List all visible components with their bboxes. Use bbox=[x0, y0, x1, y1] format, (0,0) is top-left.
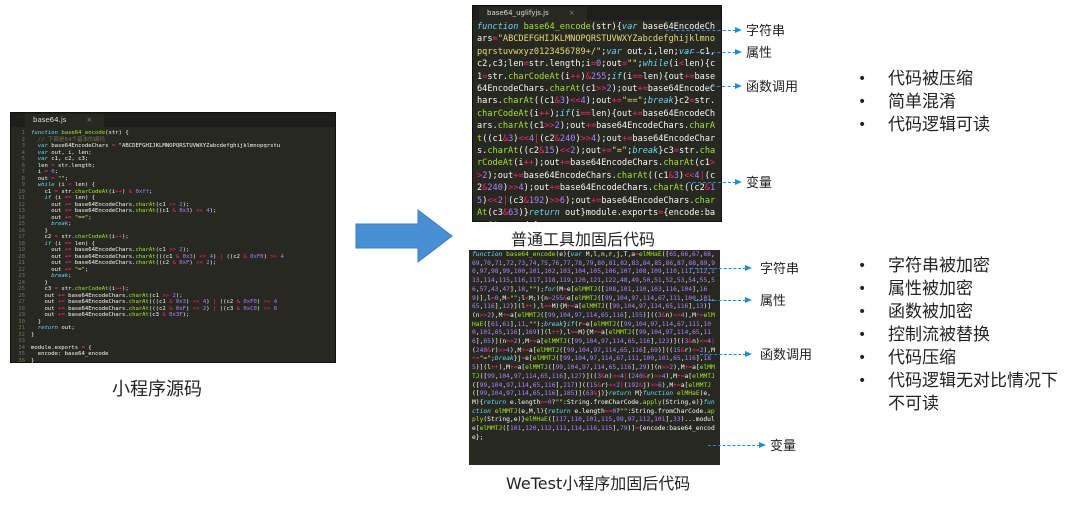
bullet-item: 函数被加密 bbox=[858, 301, 1068, 324]
source-code-editor: base64.js × 1 2 3 4 5 6 7 8 9 10 11 12 13… bbox=[10, 112, 336, 364]
bullet-item: 字符串被加密 bbox=[858, 255, 1068, 278]
label-string-1: 字符串 bbox=[746, 24, 786, 39]
editor-tab-bar: base64.js × bbox=[11, 113, 335, 127]
bullet-item: 控制流被替换 bbox=[858, 324, 1068, 347]
label-function-call-2: 函数调用 bbox=[760, 348, 813, 363]
label-property-1: 属性 bbox=[746, 46, 773, 61]
bullet-item: 简单混淆 bbox=[858, 91, 990, 114]
editor-tab[interactable]: base64.js × bbox=[25, 114, 105, 127]
wetest-bullet-list: 字符串被加密 属性被加密 函数被加密 控制流被替换 代码压缩 代码逻辑无对比情况… bbox=[858, 255, 1068, 416]
wetest-code-caption: WeTest小程序加固后代码 bbox=[506, 474, 691, 493]
wetest-code-text: function base64_encode(e){var M,l,n,r,j,… bbox=[472, 251, 715, 441]
label-function-call-1: 函数调用 bbox=[746, 80, 799, 95]
uglify-code-editor: base64_uglifyjs.js × function base64_enco… bbox=[472, 5, 722, 231]
editor-tab[interactable]: base64_uglifyjs.js × bbox=[479, 7, 587, 20]
editor-tab-bar: base64_uglifyjs.js × bbox=[473, 6, 721, 20]
right-arrow-icon bbox=[355, 208, 453, 264]
dashed-arrow bbox=[708, 441, 766, 448]
uglify-code-text: function base64_encode(str){var base64En… bbox=[477, 22, 716, 231]
uglify-code-caption: 普通工具加固后代码 bbox=[511, 230, 656, 249]
dashed-arrow bbox=[686, 48, 742, 55]
label-property-2: 属性 bbox=[760, 294, 787, 309]
label-variable-1: 变量 bbox=[746, 176, 773, 191]
dashed-arrow bbox=[700, 350, 752, 357]
tab-label: base64_uglifyjs.js bbox=[487, 9, 549, 17]
tab-label: base64.js bbox=[33, 116, 67, 124]
dashed-arrow bbox=[694, 296, 752, 303]
label-variable-2: 变量 bbox=[770, 439, 797, 454]
line-number-gutter: 1 2 3 4 5 6 7 8 9 10 11 12 13 14 15 16 1… bbox=[18, 130, 25, 364]
bullet-item: 属性被加密 bbox=[858, 278, 1068, 301]
close-icon[interactable]: × bbox=[86, 116, 93, 124]
source-code-caption: 小程序源码 bbox=[112, 379, 202, 400]
dashed-arrow bbox=[688, 178, 742, 185]
bullet-item: 代码压缩 bbox=[858, 347, 1068, 370]
uglify-bullet-list: 代码被压缩 简单混淆 代码逻辑可读 bbox=[858, 68, 990, 137]
bullet-item: 代码被压缩 bbox=[858, 68, 990, 91]
bullet-item: 代码逻辑可读 bbox=[858, 114, 990, 137]
dashed-arrow bbox=[706, 82, 742, 89]
label-string-2: 字符串 bbox=[760, 262, 800, 277]
source-code-text: function base64_encode(str) { // 下面是64个基… bbox=[31, 130, 284, 364]
dashed-arrow bbox=[690, 264, 752, 271]
bullet-item: 代码逻辑无对比情况下不可读 bbox=[858, 370, 1068, 416]
wetest-code-editor: function base64_encode(e){var M,l,n,r,j,… bbox=[469, 250, 720, 465]
dashed-arrow bbox=[666, 26, 742, 33]
close-icon[interactable]: × bbox=[568, 9, 575, 17]
